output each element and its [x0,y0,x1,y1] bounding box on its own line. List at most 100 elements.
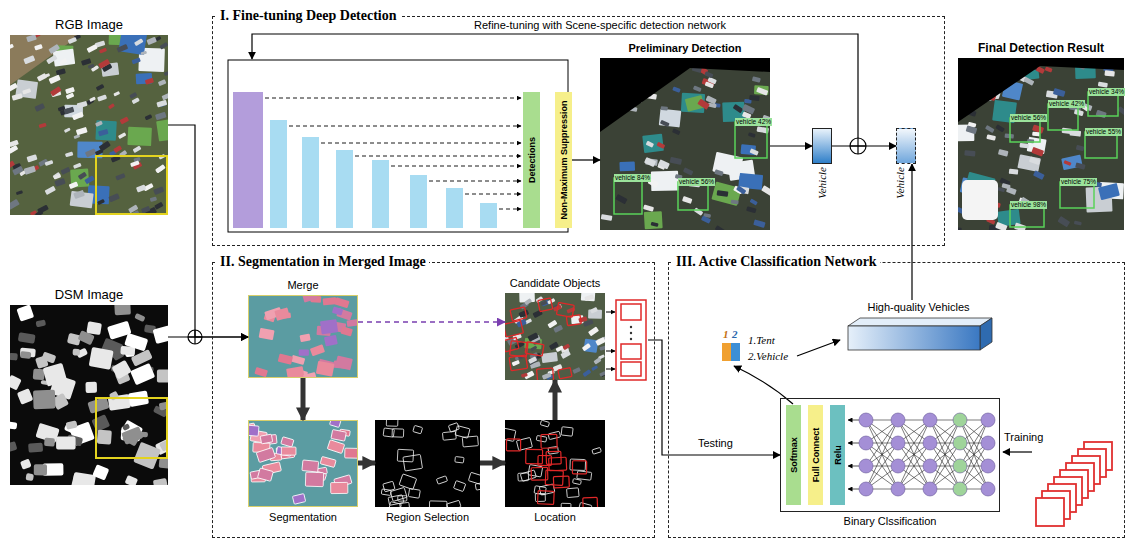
object-shape [302,295,318,303]
object-shape [646,141,654,148]
image-frame [249,421,358,507]
object-shape [274,307,290,320]
object-shape [386,420,398,426]
detection-image [958,58,1124,230]
feature-block [848,318,992,326]
object-shape [599,371,605,377]
feature-arrow [355,156,521,157]
segmentation-image [248,420,358,507]
object-shape [45,160,54,166]
object-shape [121,426,143,445]
object-shape [733,104,744,113]
object-shape [33,369,45,381]
object-shape [114,305,131,315]
object-shape [1098,82,1108,88]
neuron [923,459,937,473]
neuron [891,482,905,496]
object-shape [130,160,140,167]
object-shape [23,55,35,64]
object-shape [113,91,120,97]
object-shape [78,172,87,180]
connector [553,380,558,420]
object-shape [81,58,92,66]
object-shape [540,300,547,306]
object-shape [50,86,62,96]
object-shape [672,87,680,93]
legend-swatch [722,343,731,361]
object-shape [442,431,456,440]
object-shape [701,216,711,224]
object-shape [567,488,580,498]
connector [168,125,248,337]
object-shape [153,186,164,195]
object-shape [85,148,97,157]
object-shape [455,426,470,439]
object-shape [705,81,714,88]
object-shape [332,306,343,315]
object-shape [155,164,165,173]
neuron-link [930,420,960,489]
image-panel: RGB Image [10,35,168,215]
neuron-link [848,489,859,490]
object-shape [572,461,586,474]
image-caption: DSM Image [55,288,124,302]
object-shape [164,71,168,76]
detection-tag: vehicle 42% [1048,100,1085,108]
object-shape [341,326,353,336]
object-shape [10,199,20,210]
feature-arrow [265,98,521,99]
object-shape [545,470,563,485]
layer-bar: Non-Maximum Suppression [555,92,572,228]
object-shape [25,473,34,481]
object-shape [323,297,337,305]
object-shape [20,351,31,359]
object-shape [10,441,17,452]
stage-panel: II. Segmentation in Merged ImageMergeCan… [212,262,655,538]
detection-tag: vehicle 75% [1060,178,1097,186]
object-shape [99,48,107,54]
object-shape [995,222,1007,230]
object-shape [34,464,47,475]
class-label: Vehicle [816,167,828,199]
image-caption: Preliminary Detection [628,41,741,55]
feature-arrow [465,194,521,195]
detection-tag: vehicle 34% [1088,88,1125,96]
object-shape [115,173,125,181]
object-shape [455,457,464,463]
object-shape [54,178,65,187]
neuron [953,482,967,496]
object-shape [98,129,109,136]
neuron [891,459,905,473]
object-shape [1032,132,1040,137]
neuron [859,436,873,450]
object-shape [131,57,140,64]
object-shape [345,448,358,458]
object-shape [65,151,73,157]
object-shape [10,44,14,50]
object-shape [447,500,461,507]
object-shape [711,181,741,206]
object-shape [260,434,273,444]
object-shape [413,425,423,433]
feature-arrow [321,143,521,144]
class-number: 2 [732,328,738,341]
connector [911,164,912,300]
object-shape [37,205,49,214]
candidate-box [621,344,641,359]
legend-text: 1.Tent [748,334,775,347]
object-shape [1075,162,1085,169]
object-shape [547,320,557,329]
object-shape [1074,109,1084,116]
object-shape [752,76,761,82]
object-shape [73,190,85,199]
object-shape [736,186,746,195]
object-shape [505,337,519,352]
object-shape [591,365,598,371]
object-shape [749,95,760,101]
object-shape [561,503,571,507]
neuron-link [848,466,859,467]
connector [168,336,248,337]
select-arrow [797,340,840,356]
object-shape [1031,147,1044,157]
object-shape [644,211,663,229]
